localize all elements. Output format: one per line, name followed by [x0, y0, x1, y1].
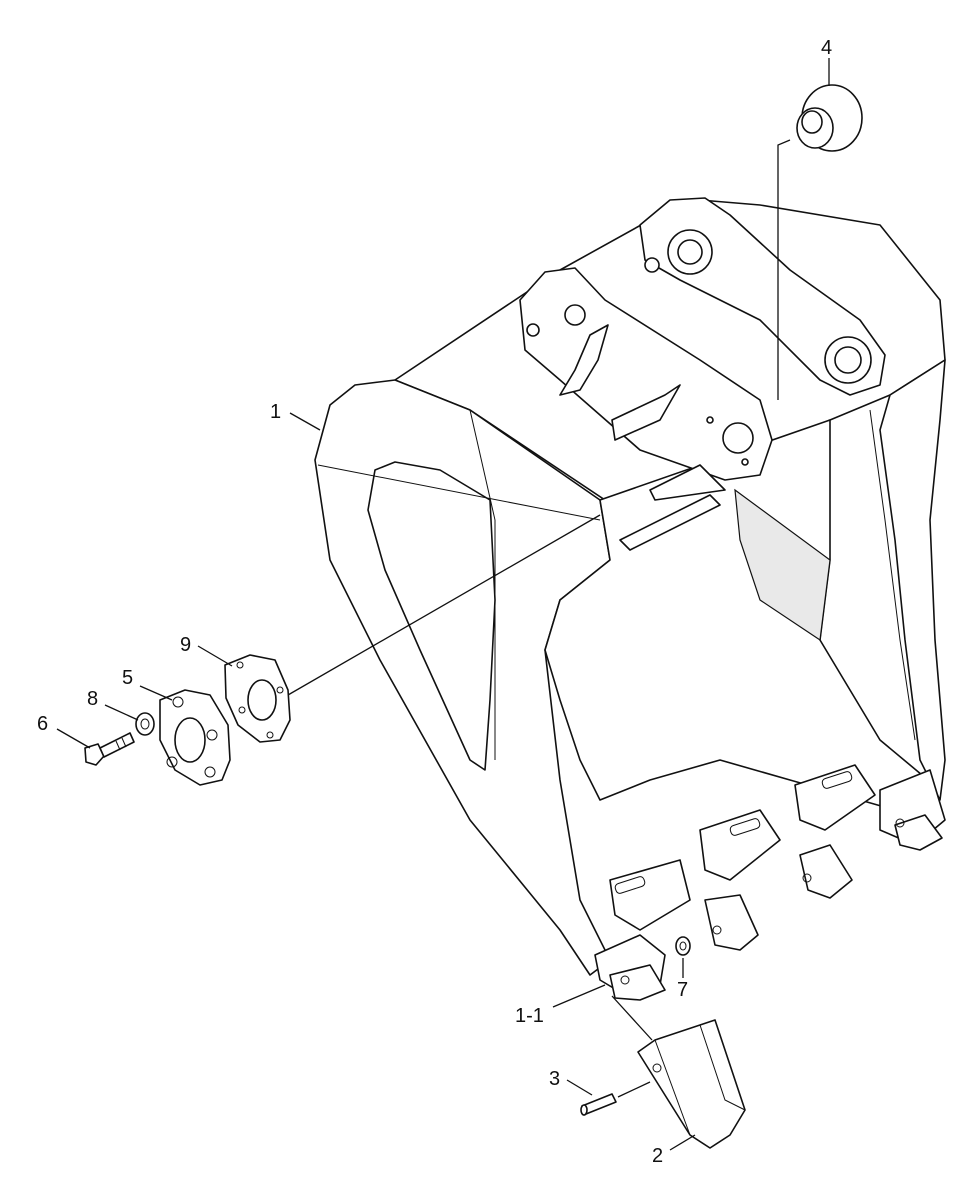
callout-2: 2	[652, 1145, 663, 1167]
bolt-part-6	[84, 732, 135, 766]
leader-6	[56, 728, 91, 749]
callout-4: 4	[821, 37, 832, 59]
leader-pin-axis	[617, 1081, 651, 1098]
bucket-body	[314, 197, 946, 1001]
leader-1-1	[552, 984, 606, 1008]
leader-5	[139, 685, 173, 701]
leader-tooth-axis	[611, 995, 653, 1041]
leader-3	[566, 1079, 593, 1096]
callout-5: 5	[122, 667, 133, 689]
leader-9	[197, 645, 233, 667]
callout-7: 7	[677, 979, 688, 1001]
leader-8	[104, 704, 139, 721]
leader-2	[669, 1134, 696, 1151]
leader-bushing-axis	[777, 139, 791, 400]
callout-6: 6	[37, 713, 48, 735]
leader-1	[289, 412, 321, 431]
callout-3: 3	[549, 1068, 560, 1090]
shim-plate-part-9	[224, 654, 291, 743]
lock-washer-part-7	[675, 936, 691, 956]
flange-plate-part-5	[159, 689, 231, 786]
callout-1-1: 1-1	[515, 1005, 544, 1027]
pin-part-3	[580, 1093, 617, 1116]
bushing-part-4	[796, 84, 863, 152]
callout-1: 1	[270, 401, 281, 423]
tooth-part-2	[637, 1019, 746, 1149]
callout-9: 9	[180, 634, 191, 656]
tooth-adapters	[594, 764, 946, 1001]
callout-8: 8	[87, 688, 98, 710]
leader-shim-axis	[287, 514, 601, 696]
washer-part-8	[135, 712, 155, 736]
